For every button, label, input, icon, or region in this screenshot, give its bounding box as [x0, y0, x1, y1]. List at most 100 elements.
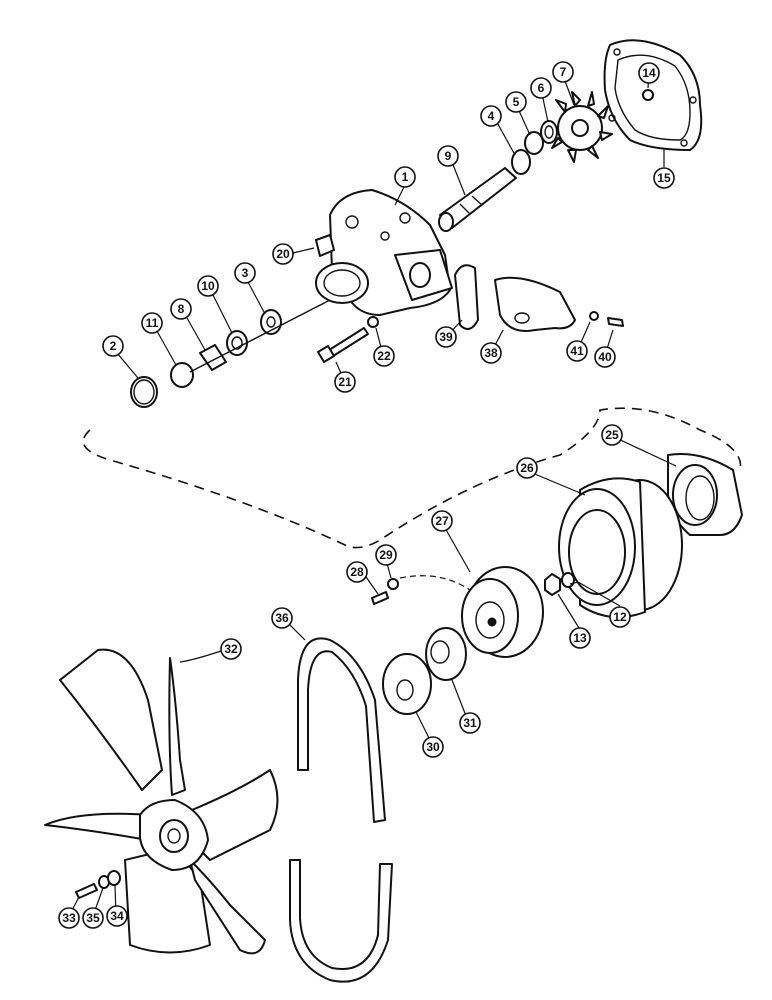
bolt-21-head — [317, 345, 335, 363]
assembly-group-outline — [82, 407, 742, 549]
shaft-centerline — [189, 299, 331, 373]
seal-washer-5 — [524, 131, 544, 155]
elbow-port — [514, 312, 530, 324]
svg-text:20: 20 — [276, 247, 290, 261]
svg-text:38: 38 — [484, 346, 498, 360]
callout-32: 32 — [220, 638, 242, 660]
svg-text:5: 5 — [513, 95, 520, 109]
svg-text:27: 27 — [435, 514, 449, 528]
bolt-28 — [371, 591, 389, 605]
callout-20: 20 — [272, 243, 294, 265]
washer-12 — [561, 572, 575, 588]
svg-text:10: 10 — [201, 279, 215, 293]
gasket-bolt-hole — [680, 139, 688, 147]
callout-6: 6 — [530, 77, 552, 99]
impeller — [551, 91, 613, 163]
callout-15: 15 — [653, 167, 675, 189]
callout-28: 28 — [346, 561, 368, 583]
callout-11: 11 — [141, 312, 163, 334]
svg-text:36: 36 — [275, 611, 289, 625]
svg-text:40: 40 — [598, 350, 612, 364]
callout-2: 2 — [102, 335, 124, 357]
svg-text:7: 7 — [560, 65, 567, 79]
callout-7: 7 — [552, 61, 574, 83]
svg-text:6: 6 — [538, 81, 545, 95]
svg-text:30: 30 — [426, 740, 440, 754]
callout-39: 39 — [435, 326, 457, 348]
slinger-4 — [511, 149, 531, 175]
seal-ring-6-inner — [544, 125, 554, 139]
svg-text:22: 22 — [377, 349, 391, 363]
callout-35: 35 — [82, 907, 104, 929]
callout-14: 14 — [638, 62, 660, 84]
svg-text:3: 3 — [242, 266, 249, 280]
seal-ring-6 — [540, 120, 558, 144]
svg-text:15: 15 — [657, 171, 671, 185]
bearing-3-inner — [266, 316, 276, 328]
callout-36: 36 — [271, 607, 293, 629]
snap-ring-2-inner — [133, 379, 155, 405]
svg-text:14: 14 — [642, 66, 656, 80]
washer-41 — [589, 311, 599, 321]
fan-hub-30 — [382, 653, 432, 715]
fitting-20 — [315, 234, 335, 257]
svg-text:21: 21 — [338, 375, 352, 389]
water-pump-housing — [315, 189, 453, 316]
snap-ring-2 — [130, 376, 158, 408]
gasket-bolt-hole — [689, 96, 697, 104]
crankshaft-pulley-26 — [558, 477, 683, 619]
pulley-hub-25 — [667, 453, 743, 536]
svg-text:31: 31 — [463, 716, 477, 730]
callout-33: 33 — [58, 907, 80, 929]
gasket-bolt-hole — [613, 48, 621, 56]
nut-13 — [544, 573, 561, 596]
washer-29 — [387, 578, 399, 590]
callout-9: 9 — [437, 145, 459, 167]
svg-text:35: 35 — [86, 911, 100, 925]
callout-3: 3 — [234, 262, 256, 284]
callout-40: 40 — [594, 346, 616, 368]
washer-11 — [170, 362, 194, 388]
spacer-31 — [425, 627, 467, 681]
svg-text:28: 28 — [350, 565, 364, 579]
svg-text:8: 8 — [178, 302, 185, 316]
callout-21: 21 — [334, 371, 356, 393]
bolt-40 — [607, 317, 624, 327]
callout-8: 8 — [170, 298, 192, 320]
callout-13: 13 — [569, 627, 591, 649]
svg-text:12: 12 — [613, 610, 627, 624]
fan-pulley-27 — [461, 566, 544, 658]
callout-10: 10 — [197, 275, 219, 297]
callout-30: 30 — [422, 736, 444, 758]
svg-text:9: 9 — [445, 149, 452, 163]
elbow-gasket-39 — [454, 264, 479, 330]
callout-31: 31 — [459, 712, 481, 734]
svg-text:41: 41 — [570, 344, 584, 358]
callout-4: 4 — [480, 105, 502, 127]
fan-belt-36 — [289, 637, 393, 983]
svg-text:32: 32 — [224, 642, 238, 656]
callout-41: 41 — [566, 340, 588, 362]
callout-27: 27 — [431, 510, 453, 532]
svg-text:2: 2 — [110, 339, 117, 353]
drain-plug — [642, 89, 654, 101]
svg-text:4: 4 — [488, 109, 495, 123]
svg-text:29: 29 — [379, 548, 393, 562]
callout-12: 12 — [609, 606, 631, 628]
callout-1: 1 — [394, 166, 416, 188]
bolt-33 — [75, 883, 98, 899]
callout-34: 34 — [106, 905, 128, 927]
svg-text:13: 13 — [573, 631, 587, 645]
svg-text:39: 39 — [439, 330, 453, 344]
cooling-fan-32 — [44, 648, 279, 955]
gasket-bolt-hole — [608, 114, 616, 122]
svg-text:34: 34 — [110, 909, 124, 923]
gasket-inner-outline — [614, 54, 691, 141]
svg-text:25: 25 — [605, 428, 619, 442]
callout-26: 26 — [516, 457, 538, 479]
callout-29: 29 — [375, 544, 397, 566]
callout-25: 25 — [601, 424, 623, 446]
callout-5: 5 — [505, 91, 527, 113]
svg-text:26: 26 — [520, 461, 534, 475]
